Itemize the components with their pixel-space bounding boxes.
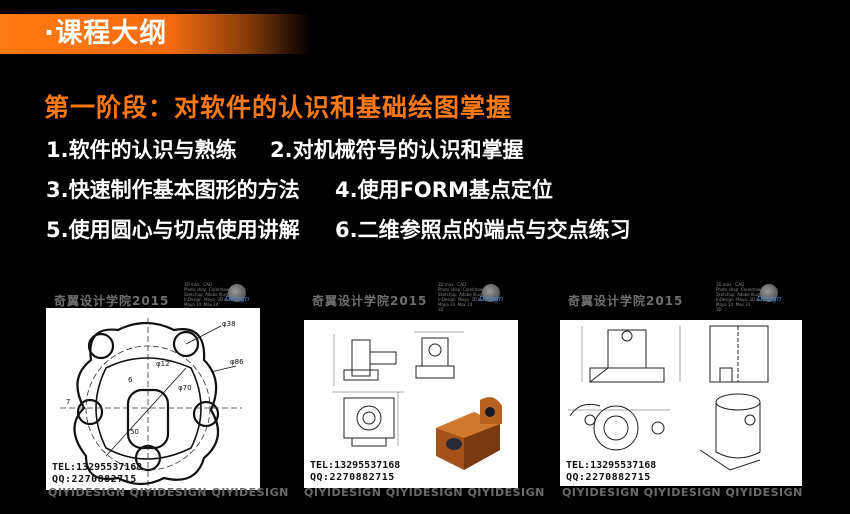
dim-label-6: 6	[128, 376, 133, 384]
bracket-drawing	[332, 331, 502, 470]
contact-tel: TEL:13295537168	[310, 460, 401, 471]
housing-drawing	[568, 325, 769, 471]
watermark-bottom: QIYIDESIGN QIYIDESIGN QIYIDESIGN	[304, 486, 545, 499]
drawing-card: TEL:13295537168 QQ:2270882715	[560, 320, 802, 486]
outline-item-4: 4.使用FORM基点定位	[335, 178, 553, 202]
page-title: ·课程大纲	[44, 18, 168, 49]
outline-item-1: 1.软件的认识与熟练	[46, 138, 237, 162]
dim-label-7: 7	[66, 398, 70, 406]
watermark-bottom: QIYIDESIGN QIYIDESIGN QIYIDESIGN	[48, 486, 289, 499]
contact-qq: QQ:2270882715	[52, 474, 137, 485]
outline-item-6: 6.二维参照点的端点与交点练习	[335, 218, 631, 242]
contact-qq: QQ:2270882715	[310, 472, 395, 483]
drawing-card: TEL:13295537168 QQ:2270882715	[304, 320, 518, 488]
header-banner	[0, 14, 310, 54]
flange-drawing: φ38 φ12 φ86 φ70 6 7 50	[60, 318, 244, 490]
watermark-title: 奇翼设计学院2015	[312, 294, 428, 308]
logo-text: Design	[757, 295, 782, 303]
dim-label-70: φ70	[178, 384, 192, 392]
dim-label-12: φ12	[156, 360, 170, 368]
contact-tel: TEL:13295537168	[566, 460, 657, 471]
dim-label-50: 50	[130, 428, 139, 436]
design-logo-icon	[760, 284, 778, 302]
watermark-bottom: QIYIDESIGN QIYIDESIGN QIYIDESIGN	[562, 486, 803, 499]
drawing-thumbnail-2[interactable]: 奇翼设计学院2015 3D max CAD Photo shop Coreldr…	[302, 280, 544, 500]
drawing-thumbnail-1[interactable]: 奇翼设计学院2015 3D max CAD Photo shop Coreldr…	[44, 280, 288, 500]
watermark-title: 奇翼设计学院2015	[568, 294, 684, 308]
outline-item-3: 3.快速制作基本图形的方法	[46, 178, 300, 202]
drawing-card: φ38 φ12 φ86 φ70 6 7 50 TEL:13295537168 Q…	[46, 308, 260, 490]
contact-tel: TEL:13295537168	[52, 462, 143, 473]
drawing-thumbnail-3[interactable]: 奇翼设计学院2015 3D max CAD Photo shop Coreldr…	[558, 280, 808, 500]
contact-info: TEL:13295537168 QQ:2270882715	[52, 462, 142, 486]
contact-qq: QQ:2270882715	[566, 472, 651, 483]
design-logo-icon	[482, 284, 500, 302]
dim-label-86: φ86	[230, 358, 244, 366]
outline-item-5: 5.使用圆心与切点使用讲解	[46, 218, 300, 242]
design-logo-icon	[228, 284, 246, 302]
stage-title: 第一阶段：对软件的认识和基础绘图掌握	[44, 93, 513, 122]
logo-text: Design	[479, 295, 504, 303]
logo-text: Design	[225, 295, 250, 303]
outline-item-2: 2.对机械符号的认识和掌握	[270, 138, 524, 162]
watermark-title: 奇翼设计学院2015	[54, 294, 170, 308]
dim-label-38: φ38	[222, 320, 236, 328]
contact-info: TEL:13295537168 QQ:2270882715	[310, 460, 400, 484]
contact-info: TEL:13295537168 QQ:2270882715	[566, 460, 656, 484]
